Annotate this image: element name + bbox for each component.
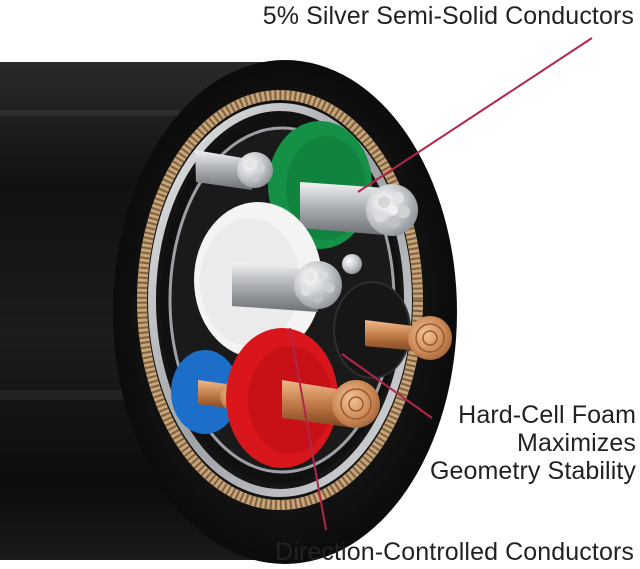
drain-wire: [342, 254, 362, 274]
silver-conductors-label: 5% Silver Semi-Solid Conductors: [263, 2, 634, 30]
hard-cell-foam-label: Hard-Cell Foam Maximizes Geometry Stabil…: [430, 401, 636, 485]
foam-label-line3: Geometry Stability: [430, 457, 636, 485]
foam-label-line2: Maximizes: [430, 429, 636, 457]
direction-controlled-label: Direction-Controlled Conductors: [275, 538, 634, 566]
foam-label-line1: Hard-Cell Foam: [430, 401, 636, 429]
leader-silver: [358, 38, 592, 192]
